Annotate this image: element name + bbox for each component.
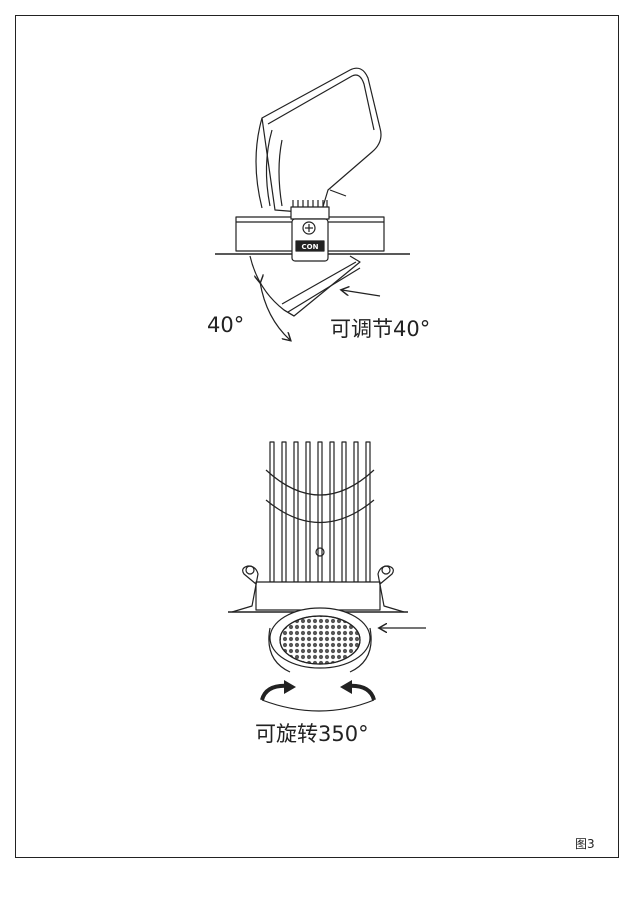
tilt-angle-label: 40° — [207, 313, 245, 337]
figure-number: 图3 — [575, 837, 595, 851]
rotation-label: 可旋转350° — [255, 722, 369, 746]
rotating-lamp-drawing — [228, 441, 408, 673]
tilt-curved-arrow — [260, 282, 290, 340]
page-frame — [15, 15, 619, 858]
rotation-arrows — [260, 680, 376, 712]
tilted-lamp-drawing — [215, 67, 410, 317]
logo-text: CON — [302, 243, 319, 251]
pointer-arrow-top — [342, 290, 381, 297]
adjustable-angle-label: 可调节40° — [330, 317, 431, 341]
